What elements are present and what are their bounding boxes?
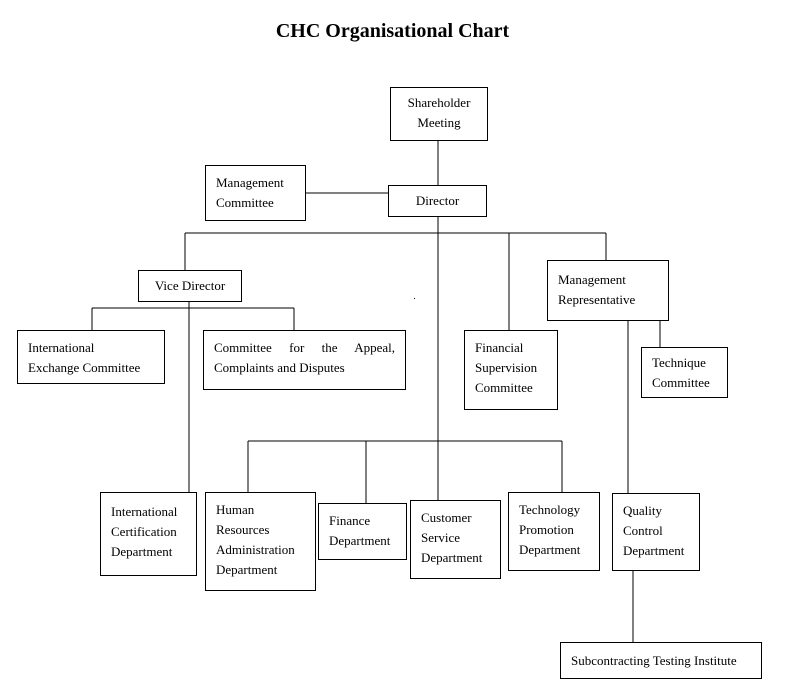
management-committee-box: Management Committee xyxy=(205,165,306,221)
node-label: Complaints and Disputes xyxy=(214,360,345,375)
director-box: Director xyxy=(388,185,487,217)
node-label: Department xyxy=(329,533,391,548)
node-label: Finance xyxy=(329,513,371,528)
node-label: Control xyxy=(623,523,663,538)
node-label: Promotion xyxy=(519,522,574,537)
node-label: Supervision xyxy=(475,360,538,375)
node-label: Representative xyxy=(558,292,636,307)
node-label: Management xyxy=(558,272,626,287)
node-label: Technique xyxy=(652,355,706,370)
node-label: Committee xyxy=(475,380,533,395)
node-label: Director xyxy=(415,193,460,208)
stray-dot xyxy=(414,298,415,299)
node-label: International xyxy=(28,340,95,355)
node-label: Quality xyxy=(623,503,662,518)
node-label: Management xyxy=(216,175,284,190)
node-label: Subcontracting Testing Institute xyxy=(571,653,737,668)
node-label: Administration xyxy=(216,542,295,557)
shareholder-meeting-box: Shareholder Meeting xyxy=(390,87,488,141)
node-label: Service xyxy=(421,530,460,545)
node-label: Committee for the Appeal, xyxy=(214,340,395,355)
customer-service-department-box: Customer Service Department xyxy=(410,500,501,579)
international-certification-department-box: International Certification Department xyxy=(100,492,197,576)
node-label: Department xyxy=(519,542,581,557)
node-label: Department xyxy=(111,544,173,559)
quality-control-department-box: Quality Control Department xyxy=(612,493,700,571)
node-label: Exchange Committee xyxy=(28,360,141,375)
appeal-committee-box: Committee for the Appeal, Complaints and… xyxy=(203,330,406,390)
node-label: Technology xyxy=(519,502,581,517)
technique-committee-box: Technique Committee xyxy=(641,347,728,398)
node-label: Resources xyxy=(216,522,270,537)
node-label: Committee xyxy=(652,375,710,390)
node-label: Department xyxy=(623,543,685,558)
node-label: Customer xyxy=(421,510,472,525)
technology-promotion-department-box: Technology Promotion Department xyxy=(508,492,600,571)
node-label: Meeting xyxy=(417,115,461,130)
chart-title: CHC Organisational Chart xyxy=(275,20,510,42)
node-label: Certification xyxy=(111,524,177,539)
hr-administration-department-box: Human Resources Administration Departmen… xyxy=(205,492,316,591)
node-label: Human xyxy=(216,502,255,517)
vice-director-box: Vice Director xyxy=(138,270,242,302)
node-label: Shareholder xyxy=(407,95,471,110)
financial-supervision-committee-box: Financial Supervision Committee xyxy=(464,330,558,410)
node-label: International xyxy=(111,504,178,519)
node-label: Financial xyxy=(475,340,524,355)
node-label: Committee xyxy=(216,195,274,210)
management-representative-box: Management Representative xyxy=(547,260,669,321)
node-label: Vice Director xyxy=(154,278,226,293)
subcontracting-testing-institute-box: Subcontracting Testing Institute xyxy=(560,642,762,679)
node-label: Department xyxy=(216,562,278,577)
international-exchange-committee-box: International Exchange Committee xyxy=(17,330,165,384)
node-label: Department xyxy=(421,550,483,565)
finance-department-box: Finance Department xyxy=(318,503,407,560)
